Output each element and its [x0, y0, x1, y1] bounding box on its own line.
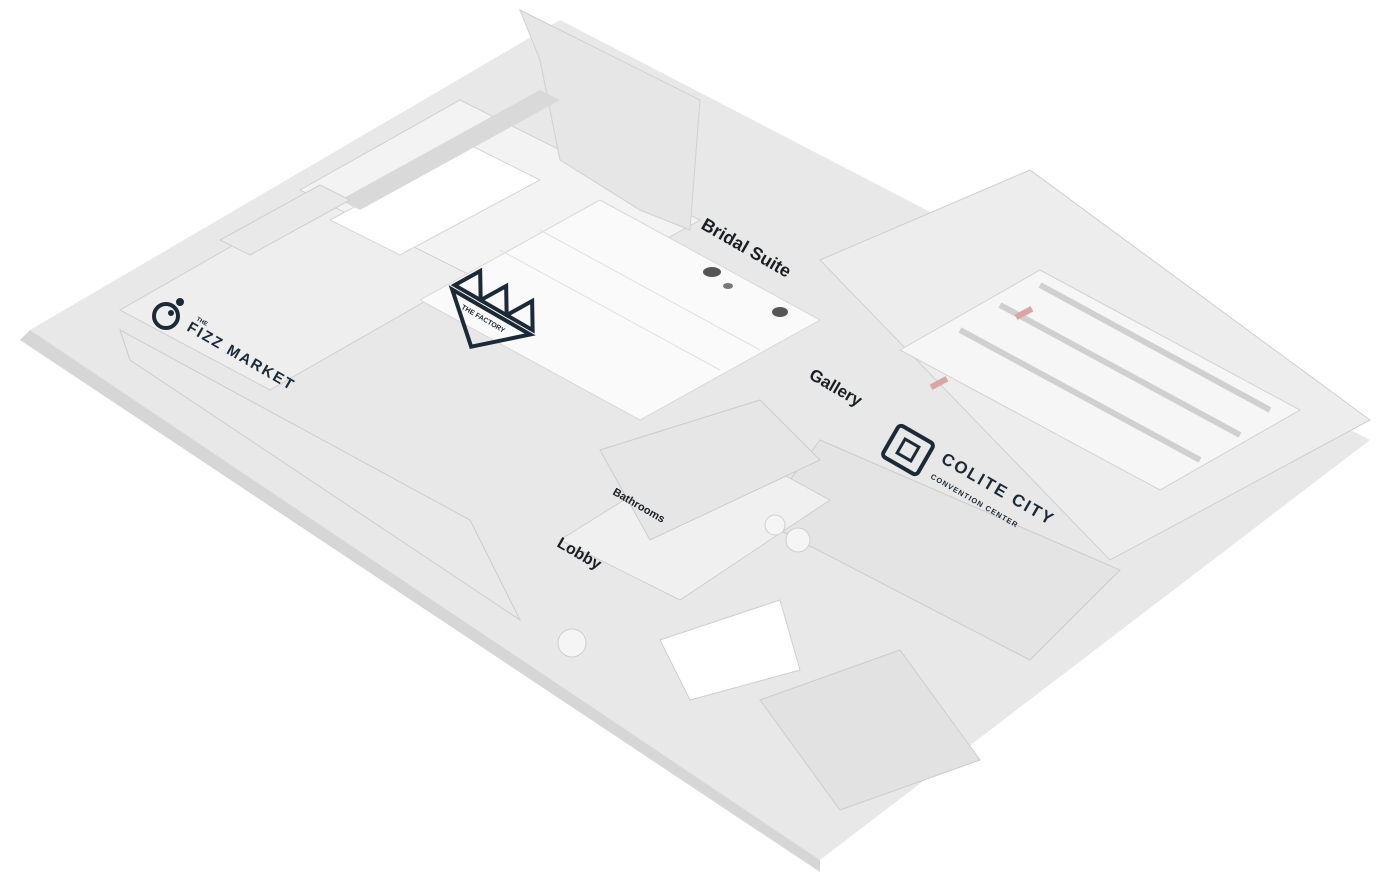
south-buildings — [119, 328, 981, 811]
colite-city-emblem-icon — [881, 423, 935, 477]
bridal-suite-fixtures — [703, 267, 788, 317]
convention-center-building — [759, 169, 1371, 661]
central-courtyard — [418, 199, 822, 421]
fizz-market-prefix: THE — [195, 317, 208, 328]
factory-logo: THE FACTORY — [448, 267, 536, 349]
northwest-buildings — [118, 8, 702, 391]
